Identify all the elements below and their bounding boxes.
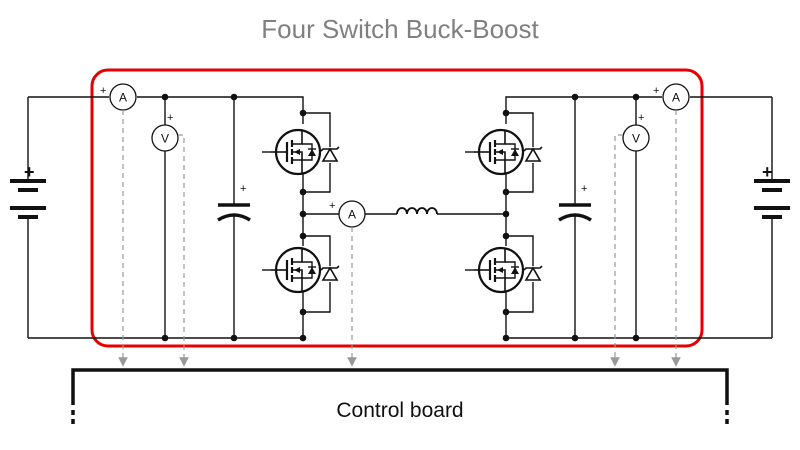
right-bottom-rail xyxy=(505,312,772,339)
left-high-side-tvs-diode xyxy=(320,146,340,162)
inductor-ammeter-label: A xyxy=(348,208,356,222)
inductor-ammeter-plus: + xyxy=(329,200,335,212)
power-stage-outline xyxy=(90,68,704,348)
input-voltmeter: V + xyxy=(151,97,179,338)
right-battery-plus: + xyxy=(762,162,773,182)
input-voltmeter-plus: + xyxy=(167,112,173,124)
left-battery-plus: + xyxy=(24,162,35,182)
inductor xyxy=(396,207,438,215)
input-capacitor-plus: + xyxy=(240,183,246,195)
control-board-outline xyxy=(71,368,729,428)
left-battery: + xyxy=(10,97,46,338)
left-low-side-mosfet xyxy=(269,246,322,294)
measurement-signal-lines xyxy=(118,110,681,367)
input-ammeter-label: A xyxy=(119,91,127,105)
right-high-side-tvs-diode xyxy=(523,146,543,162)
output-voltmeter: V + xyxy=(622,97,650,338)
right-high-side-mosfet xyxy=(472,128,525,176)
output-voltmeter-plus: + xyxy=(638,112,644,124)
output-ammeter-plus: + xyxy=(653,85,659,97)
right-low-side-mosfet xyxy=(472,246,525,294)
right-battery: + xyxy=(754,97,790,338)
output-ammeter-label: A xyxy=(672,91,680,105)
left-high-side-mosfet xyxy=(269,128,322,176)
output-capacitor-plus: + xyxy=(581,183,587,195)
diagram-title: Four Switch Buck-Boost xyxy=(261,14,539,44)
output-voltmeter-label: V xyxy=(632,132,640,146)
input-capacitor: + xyxy=(217,97,251,338)
output-capacitor: + xyxy=(558,97,592,338)
left-low-side-tvs-diode xyxy=(320,265,340,281)
left-top-rail xyxy=(28,96,304,113)
inductor-ammeter: A + xyxy=(329,200,366,228)
right-top-rail xyxy=(505,96,772,113)
inductor-branch: A + xyxy=(303,200,506,228)
junction-dots xyxy=(161,93,640,342)
control-board-label: Control board xyxy=(336,399,464,422)
input-ammeter-plus: + xyxy=(100,85,106,97)
right-low-side-tvs-diode xyxy=(523,265,543,281)
input-voltmeter-label: V xyxy=(161,132,169,146)
